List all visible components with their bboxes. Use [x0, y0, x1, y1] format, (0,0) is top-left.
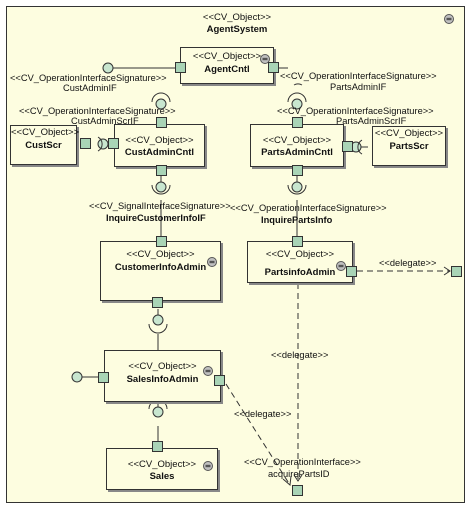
- partsadminif-name: PartsAdminIF: [330, 82, 387, 92]
- port-agent-left[interactable]: [175, 62, 186, 73]
- cust-scr-name: CustScr: [25, 140, 62, 151]
- acquirepartsid-stereotype: <<CV_OperationInterface>>: [244, 457, 361, 467]
- component-cust-scr[interactable]: <<CV_Object>> CustScr: [10, 125, 80, 165]
- lollipop-custinfo: [152, 314, 164, 326]
- system-stereotype: <<CV_Object>>: [202, 12, 272, 23]
- partsadminscrif-stereotype: <<CV_OperationInterfaceSignature>>: [277, 106, 434, 116]
- port-agent-right[interactable]: [268, 62, 279, 73]
- custadminif-stereotype: <<CV_OperationInterfaceSignature>>: [10, 73, 167, 83]
- component-icon: [203, 366, 213, 376]
- component-icon: [336, 261, 346, 271]
- lollipop-salesinfo-left: [71, 371, 83, 383]
- cust-admin-cntl-stereotype: <<CV_Object>>: [125, 135, 194, 146]
- component-cust-admin-cntl[interactable]: <<CV_Object>> CustAdminCntl: [114, 124, 205, 167]
- acquirepartsid-name: acquirePartsID: [268, 469, 330, 479]
- delegate-label-down: <<delegate>>: [271, 350, 329, 360]
- delegate-label-sales: <<delegate>>: [234, 409, 292, 419]
- sales-info-admin-stereotype: <<CV_Object>>: [128, 361, 197, 372]
- delegate-label-right: <<delegate>>: [379, 258, 437, 268]
- socket-custscr: [97, 136, 103, 152]
- socket-salesinfo-top: [148, 323, 168, 334]
- parts-info-admin-stereotype: <<CV_Object>>: [265, 249, 335, 260]
- cust-admin-cntl-name: CustAdminCntl: [124, 147, 195, 158]
- lollipop-inquirecust: [155, 181, 167, 193]
- lollipop-sales: [152, 406, 164, 418]
- component-parts-admin-cntl[interactable]: <<CV_Object>> PartsAdminCntl: [250, 124, 344, 167]
- inquirepartsinfo-stereotype: <<CV_OperationInterfaceSignature>>: [230, 203, 387, 213]
- system-name: AgentSystem: [206, 24, 268, 35]
- port-partsadmin-top[interactable]: [292, 117, 303, 128]
- delegate-line-sales: [225, 383, 291, 486]
- parts-scr-name: PartsScr: [389, 141, 429, 152]
- port-salesinfo-left[interactable]: [98, 372, 109, 383]
- inquirepartsinfo-name: InquirePartsInfo: [261, 215, 333, 225]
- port-partsinfo-top[interactable]: [292, 236, 303, 247]
- delegate-arrowhead-down: [293, 474, 303, 482]
- sales-stereotype: <<CV_Object>>: [127, 459, 197, 470]
- agent-cntl-stereotype: <<CV_Object>>: [192, 51, 262, 62]
- custadminscrif-stereotype: <<CV_OperationInterfaceSignature>>: [19, 106, 176, 116]
- port-partsinfo-right[interactable]: [346, 266, 357, 277]
- partsadminif-stereotype: <<CV_OperationInterfaceSignature>>: [280, 71, 437, 81]
- port-agentsystem-bottom[interactable]: [292, 485, 303, 496]
- port-sales-top[interactable]: [152, 441, 163, 452]
- port-custinfo-bottom[interactable]: [152, 297, 163, 308]
- customer-info-admin-name: CustomerInfoAdmin: [114, 262, 207, 273]
- customer-info-admin-stereotype: <<CV_Object>>: [126, 249, 195, 260]
- port-partsadmin-bottom[interactable]: [292, 165, 303, 176]
- delegate-arrowhead-right: [443, 266, 451, 276]
- component-icon: [444, 14, 454, 24]
- port-custinfo-top[interactable]: [156, 236, 167, 247]
- port-custadmin-bottom[interactable]: [156, 165, 167, 176]
- component-parts-scr[interactable]: <<CV_Object>> PartsScr: [372, 126, 446, 166]
- port-custscr[interactable]: [80, 138, 91, 149]
- component-customer-info-admin[interactable]: <<CV_Object>> CustomerInfoAdmin: [100, 241, 221, 301]
- parts-admin-cntl-stereotype: <<CV_Object>>: [262, 135, 332, 146]
- component-icon: [203, 461, 213, 471]
- parts-info-admin-name: PartsinfoAdmin: [264, 267, 336, 278]
- lollipop-inquireparts: [291, 181, 303, 193]
- port-custadmin-top[interactable]: [156, 117, 167, 128]
- agent-cntl-name: AgentCntl: [204, 64, 250, 75]
- socket-custadmin-top: [151, 92, 171, 103]
- component-icon: [260, 54, 270, 64]
- socket-partsadmin-bottom: [287, 184, 307, 195]
- agent-system-container[interactable]: [6, 6, 465, 503]
- parts-admin-cntl-name: PartsAdminCntl: [261, 147, 333, 158]
- lollipop-custscr: [97, 138, 109, 150]
- inquirecustinfoif-name: InquireCustomerInfoIF: [106, 213, 206, 223]
- component-icon: [207, 257, 217, 267]
- socket-partsscr: [357, 139, 363, 155]
- cust-scr-stereotype: <<CV_Object>>: [11, 127, 80, 138]
- socket-custadmin-bottom: [151, 184, 171, 195]
- port-custadmin-left[interactable]: [108, 138, 119, 149]
- component-sales[interactable]: <<CV_Object>> Sales: [106, 448, 218, 490]
- partsadminscrif-name: PartsAdminScrIF: [336, 116, 407, 126]
- component-sales-info-admin[interactable]: <<CV_Object>> SalesInfoAdmin: [104, 350, 221, 402]
- component-agent-cntl[interactable]: <<CV_Object>> AgentCntl: [180, 47, 274, 84]
- port-salesinfo-right[interactable]: [214, 375, 225, 386]
- port-agentsystem-right[interactable]: [451, 266, 462, 277]
- socket-partsadmin-top: [287, 92, 307, 103]
- inquirecustinfoif-stereotype: <<CV_SignalInterfaceSignature>>: [89, 201, 231, 211]
- delegate-arrowhead-sales: [282, 475, 292, 486]
- port-partsadmin-right[interactable]: [342, 141, 353, 152]
- socket-partsadminif: [293, 83, 303, 86]
- lollipop-custadminif: [102, 62, 114, 74]
- custadminif-name: CustAdminIF: [63, 83, 117, 93]
- lollipop-partsadminscrif: [291, 98, 303, 110]
- component-parts-info-admin[interactable]: <<CV_Object>> PartsinfoAdmin: [247, 241, 353, 283]
- parts-scr-stereotype: <<CV_Object>>: [374, 128, 444, 139]
- custadminscrif-name: CustAdminScrIF: [71, 116, 139, 126]
- sales-info-admin-name: SalesInfoAdmin: [126, 374, 199, 385]
- sales-name: Sales: [149, 471, 175, 482]
- lollipop-custadminscrif: [155, 98, 167, 110]
